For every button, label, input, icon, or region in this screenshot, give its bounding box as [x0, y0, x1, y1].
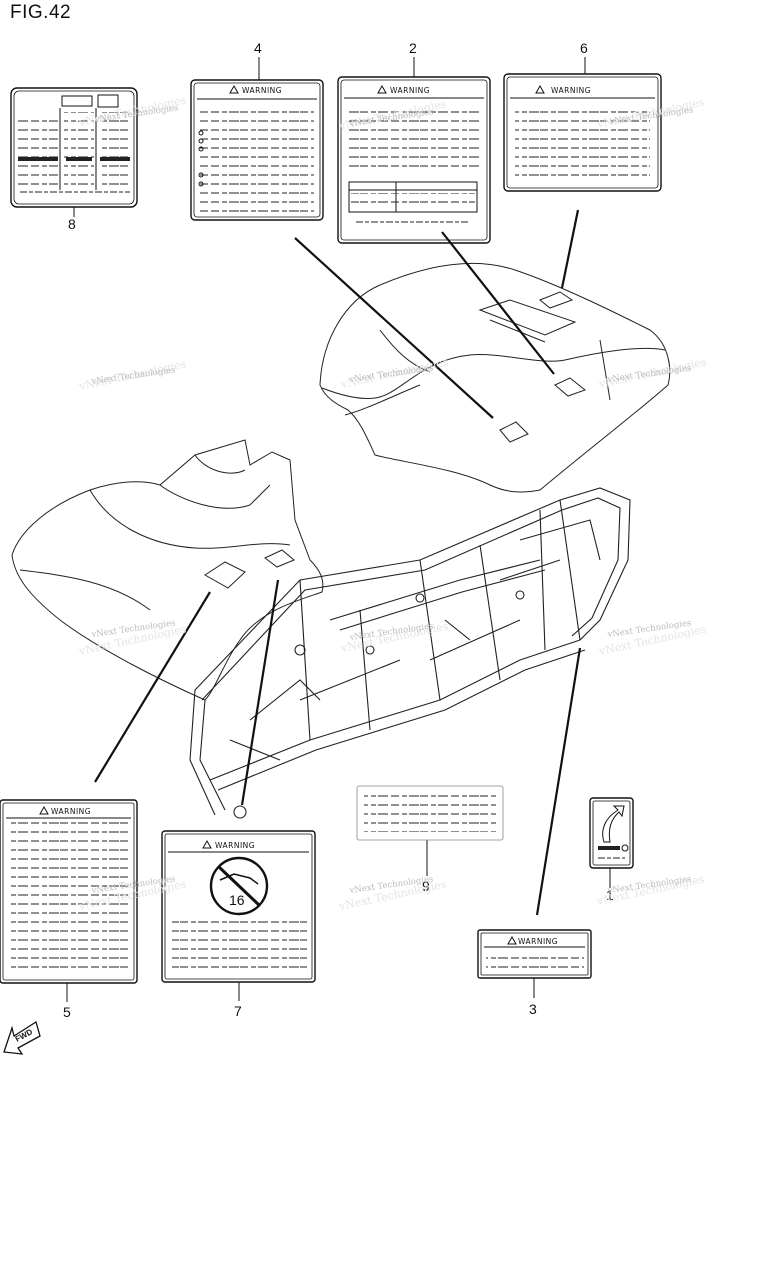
rear-fender — [319, 262, 671, 493]
label-5-heading: WARNING — [51, 807, 91, 816]
label-7-heading: WARNING — [215, 841, 255, 850]
label-8[interactable] — [10, 87, 138, 208]
callout-ticks — [66, 57, 611, 1002]
callout-2: 2 — [409, 40, 417, 56]
leader-lines — [94, 209, 582, 916]
callout-4: 4 — [254, 40, 262, 56]
label-1[interactable] — [589, 797, 634, 869]
callout-7: 7 — [234, 1003, 242, 1019]
callout-numbers: 4 2 6 8 5 7 3 9 1 — [63, 40, 614, 1020]
callout-9: 9 — [422, 878, 430, 894]
callout-1: 1 — [606, 887, 614, 903]
label-2-heading: WARNING — [390, 86, 430, 95]
label-4-heading: WARNING — [242, 86, 282, 95]
frame — [189, 487, 631, 819]
label-7[interactable]: WARNING 16 — [161, 830, 316, 983]
fwd-arrow-icon: FWD — [3, 1020, 41, 1055]
callout-6: 6 — [580, 40, 588, 56]
label-2[interactable]: WARNING — [337, 76, 491, 244]
label-4[interactable]: WARNING — [190, 79, 324, 221]
callout-5: 5 — [63, 1004, 71, 1020]
callout-3: 3 — [529, 1001, 537, 1017]
callout-8: 8 — [68, 216, 76, 232]
label-5[interactable]: WARNING — [0, 799, 138, 984]
label-3-heading: WARNING — [518, 937, 558, 946]
label-9[interactable] — [356, 785, 504, 841]
figure-title: FIG.42 — [10, 2, 72, 23]
label-3[interactable]: WARNING — [477, 929, 592, 979]
label-6[interactable]: WARNING — [503, 73, 662, 192]
age-number: 16 — [229, 892, 245, 908]
no-under-age-icon: 16 — [209, 856, 269, 916]
label-6-heading: WARNING — [551, 86, 591, 95]
